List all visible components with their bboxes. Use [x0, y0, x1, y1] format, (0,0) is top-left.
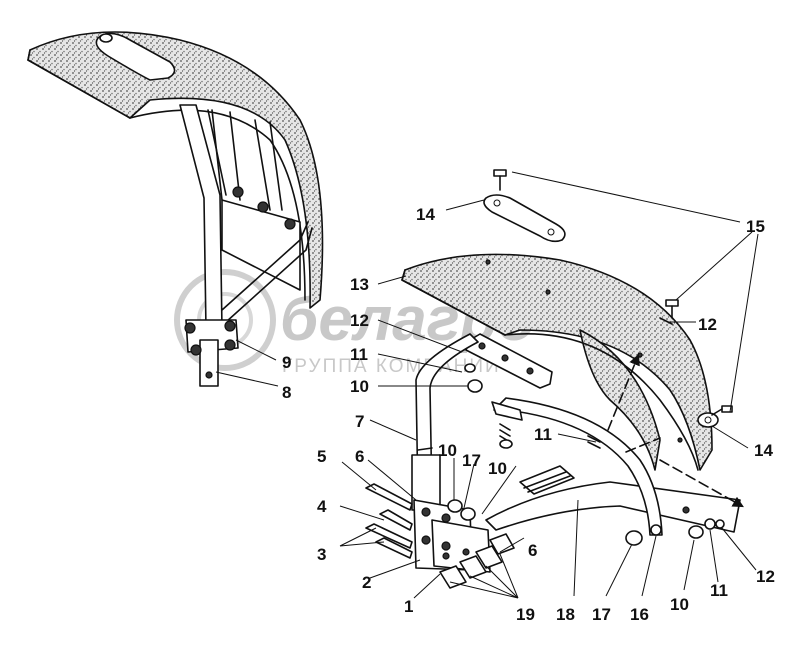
label-8: 8: [282, 383, 291, 402]
label-9: 9: [282, 353, 291, 372]
label-12-right: 12: [698, 315, 717, 334]
label-17-bottom: 17: [592, 605, 611, 624]
label-15: 15: [746, 217, 765, 236]
label-12-bottom: 12: [756, 567, 775, 586]
label-11-bottom: 11: [710, 581, 728, 600]
label-6-left: 6: [355, 447, 364, 466]
label-13: 13: [350, 275, 369, 294]
label-19: 19: [516, 605, 535, 624]
label-7: 7: [355, 412, 364, 431]
label-18: 18: [556, 605, 575, 624]
label-17-top: 17: [462, 451, 481, 470]
label-5: 5: [317, 447, 326, 466]
label-14-right: 14: [754, 441, 773, 460]
label-6-right: 6: [528, 541, 537, 560]
spacer-1: [439, 565, 467, 589]
right-fender-assembly: [365, 169, 744, 589]
label-3: 3: [317, 545, 326, 564]
label-10-top: 10: [350, 377, 369, 396]
left-fender-bracket-panel: [221, 199, 301, 291]
left-fender-slot-plate: [95, 32, 176, 81]
label-11-top: 11: [350, 345, 368, 364]
spacer-2: [459, 555, 487, 579]
left-fender-assembly: [27, 31, 324, 387]
label-16: 16: [630, 605, 649, 624]
spacer-4: [489, 533, 515, 555]
right-fender-shell: [401, 253, 713, 471]
label-12-top: 12: [350, 311, 369, 330]
label-4: 4: [317, 497, 327, 516]
label-11-middle: 11: [534, 425, 552, 444]
label-1: 1: [404, 597, 413, 616]
label-10-middle: 10: [488, 459, 507, 478]
curved-arm: [493, 397, 663, 536]
label-2: 2: [362, 573, 371, 592]
strap-top: [483, 194, 566, 243]
spacer-3: [475, 545, 503, 569]
label-10-bottom: 10: [670, 595, 689, 614]
step-bar: [485, 481, 741, 533]
label-10-plate: 10: [438, 441, 457, 460]
leader-lines: [215, 171, 759, 599]
callout-labels: 1 2 3 4 5 6 6 7 8 9 10 10 10 10 11 11 11…: [282, 205, 775, 624]
label-14-top: 14: [416, 205, 435, 224]
